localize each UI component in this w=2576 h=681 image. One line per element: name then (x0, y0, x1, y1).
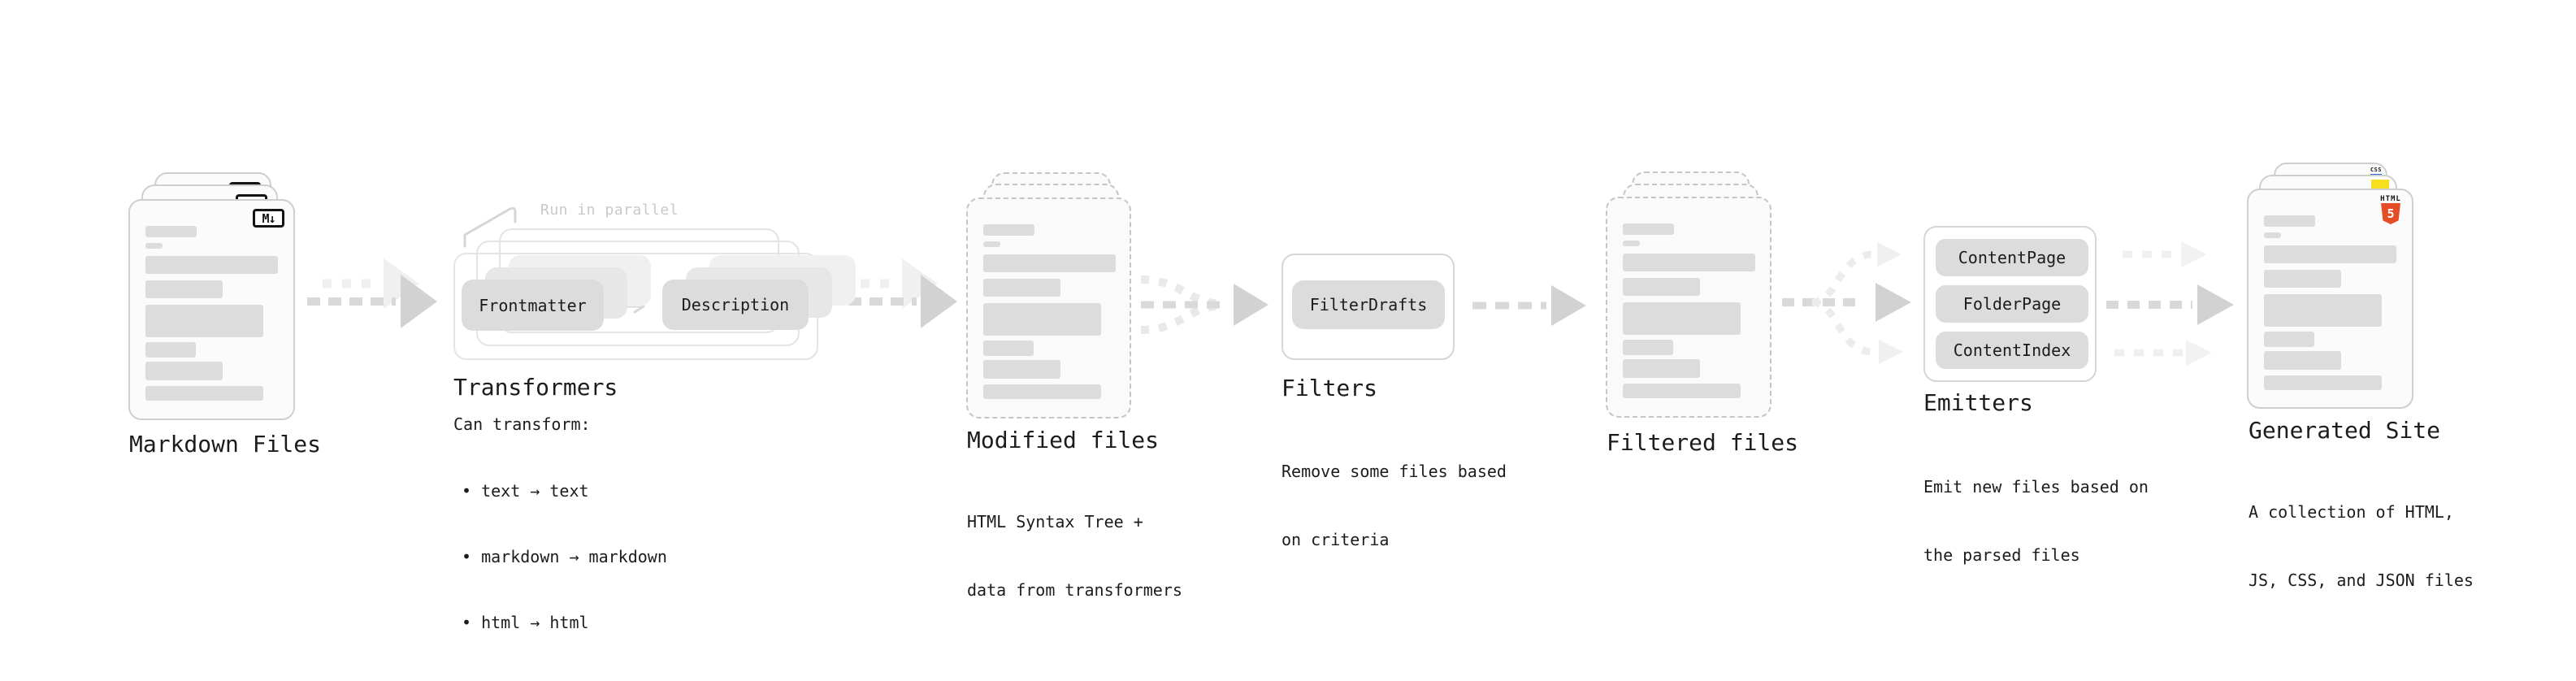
transformers-caption-title: Can transform: (453, 414, 591, 434)
html5-icon: HTML 5 (2379, 195, 2402, 224)
arrow-markdown-to-transformers (307, 258, 437, 328)
run-in-parallel-callout-line (463, 206, 517, 248)
description-pill: Description (662, 280, 809, 330)
placeholder-text-bar (1623, 278, 1700, 296)
js-icon (2371, 180, 2389, 189)
caption-line: HTML Syntax Tree + (967, 512, 1143, 531)
bullet-item: • markdown → markdown (462, 547, 667, 566)
placeholder-text-bar (983, 340, 1034, 356)
generated-site-label: Generated Site (2249, 417, 2441, 444)
modified-files-label: Modified files (967, 427, 1160, 453)
caption-line: A collection of HTML, (2249, 502, 2454, 522)
run-in-parallel-annotation: Run in parallel (540, 202, 679, 219)
placeholder-text-bar (2264, 232, 2281, 238)
placeholder-text-bar (983, 241, 1000, 247)
caption-line: on criteria (1281, 530, 1390, 549)
placeholder-text-bar (145, 342, 196, 358)
emitters-caption: Emit new files based on the parsed files (1923, 430, 2149, 612)
arrow-modified-to-filters-converge (1140, 275, 1268, 334)
placeholder-text-bar (983, 279, 1060, 297)
file-card-front: HTML 5 (2247, 189, 2413, 409)
filterdrafts-pill: FilterDrafts (1292, 280, 1445, 329)
transformers-bullets: • text → text • markdown → markdown • ht… (453, 436, 667, 678)
placeholder-text-bar (1623, 241, 1640, 246)
placeholder-text-bar (145, 280, 223, 298)
emitters-label: Emitters (1923, 389, 2033, 416)
generated-site-caption: A collection of HTML, JS, CSS, and JSON … (2249, 455, 2474, 637)
placeholder-text-bar (145, 256, 278, 274)
placeholder-text-bar (1623, 359, 1700, 378)
filters-label: Filters (1281, 375, 1378, 401)
placeholder-text-bar (1623, 384, 1741, 398)
folderpage-pill: FolderPage (1936, 285, 2088, 323)
contentpage-pill: ContentPage (1936, 239, 2088, 276)
file-card-front: M↓ (128, 199, 295, 420)
bullet-item: • html → html (462, 613, 589, 632)
placeholder-text-bar (145, 362, 223, 380)
placeholder-text-bar (983, 384, 1101, 399)
placeholder-text-bar (983, 254, 1116, 272)
placeholder-text-bar (145, 305, 263, 337)
placeholder-text-bar (2264, 332, 2314, 347)
bullet-item: • text → text (462, 481, 589, 501)
placeholder-text-bar (983, 224, 1034, 236)
markdown-icon: M↓ (253, 209, 284, 228)
placeholder-text-bar (2264, 270, 2341, 288)
html5-icon-word: HTML (2380, 195, 2401, 203)
arrow-filtered-to-emitters-diverge (1782, 242, 1911, 364)
arrow-transformers-to-modified (827, 258, 957, 328)
caption-line: Emit new files based on (1923, 477, 2149, 497)
caption-line: Remove some files based (1281, 462, 1507, 481)
emitters-panel: ContentPage FolderPage ContentIndex (1923, 226, 2097, 382)
frontmatter-pill: Frontmatter (462, 280, 604, 331)
transformers-label: Transformers (453, 374, 618, 401)
filters-caption: Remove some files based on criteria (1281, 414, 1507, 596)
placeholder-text-bar (145, 243, 163, 249)
caption-line: data from transformers (967, 580, 1182, 600)
html5-icon-shield: 5 (2381, 203, 2400, 224)
placeholder-text-bar (2264, 245, 2396, 263)
placeholder-text-bar (983, 303, 1101, 336)
arrow-emitters-to-generated (2106, 241, 2234, 366)
file-card-front (966, 197, 1131, 419)
placeholder-text-bar (145, 386, 263, 401)
placeholder-text-bar (1623, 254, 1755, 271)
placeholder-text-bar (2264, 294, 2382, 327)
placeholder-text-bar (2264, 215, 2315, 227)
placeholder-text-bar (2264, 375, 2382, 390)
file-card-front (1606, 197, 1772, 418)
modified-files-caption: HTML Syntax Tree + data from transformer… (967, 465, 1182, 647)
placeholder-text-bar (2264, 351, 2341, 370)
placeholder-text-bar (1623, 302, 1741, 335)
placeholder-text-bar (983, 360, 1060, 379)
placeholder-text-bar (145, 226, 197, 237)
markdown-files-label: Markdown Files (129, 431, 322, 458)
contentindex-pill: ContentIndex (1936, 332, 2088, 369)
caption-line: the parsed files (1923, 545, 2080, 565)
placeholder-text-bar (1623, 340, 1673, 355)
arrow-filters-to-filtered (1472, 285, 1586, 326)
caption-line: JS, CSS, and JSON files (2249, 570, 2474, 590)
filtered-files-label: Filtered files (1607, 429, 1799, 456)
placeholder-text-bar (1623, 223, 1674, 235)
